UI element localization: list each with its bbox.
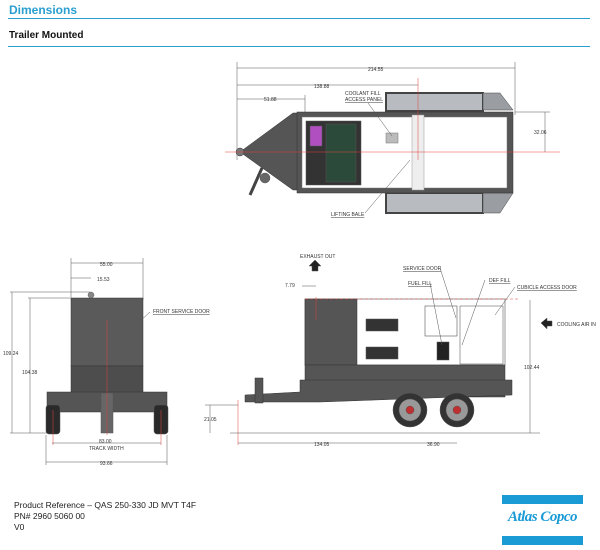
coolant-label: COOLANT FILL	[345, 91, 381, 97]
dim-overall-length: 214.55	[368, 67, 384, 73]
dim-overall-width: 93.66	[100, 461, 113, 467]
dim-height-overall: 109.24	[3, 351, 19, 357]
divider	[8, 18, 590, 19]
logo-text: Atlas Copco	[507, 509, 578, 525]
coolant-label: ACCESS PANEL	[345, 97, 383, 103]
dim-138: 138.88	[314, 84, 330, 90]
side-view	[205, 259, 553, 445]
section-title: Dimensions	[9, 3, 78, 17]
dim-exhaust-offset: 15.53	[97, 277, 110, 283]
dim-height-body: 104.38	[22, 370, 38, 376]
def-fill-label: DEF FILL	[489, 278, 511, 284]
dim-exhaust: 7.79	[285, 283, 295, 289]
fuel-fill-label: FUEL FILL	[408, 281, 432, 287]
track-width-label: TRACK WIDTH	[89, 446, 124, 452]
dim-track: 83.00	[99, 439, 112, 445]
footer-info: Product Reference – QAS 250-330 JD MVT T…	[14, 500, 196, 533]
dim-51: 51.88	[264, 97, 277, 103]
exhaust-out-label: EXHAUST OUT	[300, 254, 335, 260]
front-view	[10, 258, 169, 465]
version: V0	[14, 522, 25, 532]
dim-hitch-height: 21.05	[204, 417, 217, 423]
dim-axle-distance: 134.05	[314, 442, 330, 448]
subsection-title: Trailer Mounted	[9, 30, 84, 41]
front-service-door-label: FRONT SERVICE DOOR	[153, 309, 210, 315]
cubicle-access-door-label: CUBICLE ACCESS DOOR	[517, 285, 577, 291]
dim-side-height: 102.44	[524, 365, 540, 371]
atlas-copco-logo: Atlas Copco	[502, 495, 583, 546]
service-door-label: SERVICE DOOR	[403, 266, 442, 272]
dim-half-width: 32.06	[534, 130, 547, 136]
lifting-bale-label: LIFTING BALE	[331, 212, 365, 218]
dim-axle-spacing: 36.90	[427, 442, 440, 448]
divider	[8, 46, 590, 47]
dim-width: 55.00	[100, 262, 113, 268]
top-view	[225, 62, 560, 214]
part-number: PN# 2960 5060 00	[14, 511, 85, 521]
cooling-air-in-label: COOLING AIR IN	[557, 322, 596, 328]
product-reference: Product Reference – QAS 250-330 JD MVT T…	[14, 500, 197, 510]
